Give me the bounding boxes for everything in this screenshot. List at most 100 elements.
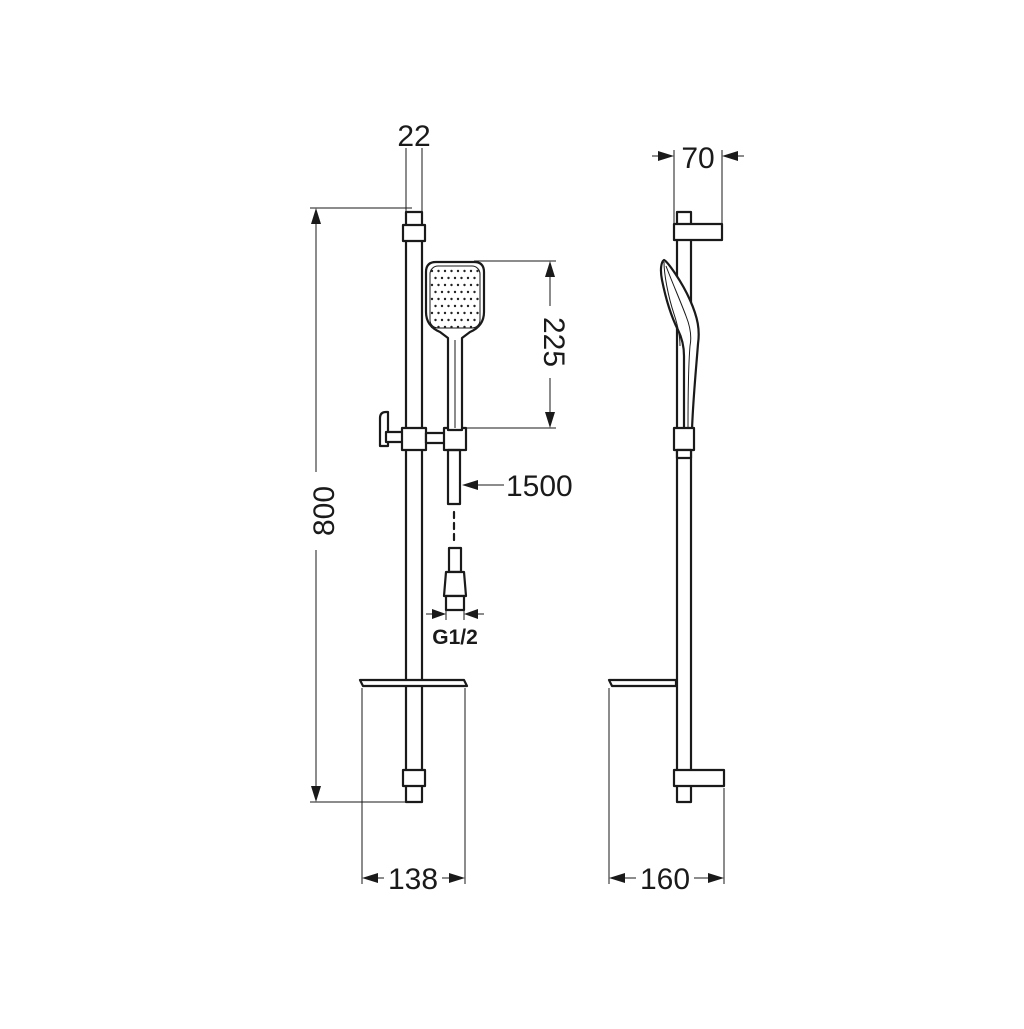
nozzle-dot <box>430 325 434 329</box>
nozzle-dot <box>450 311 453 315</box>
nozzle-dot <box>440 304 444 308</box>
side-hand-shower-face-line <box>663 261 681 347</box>
nozzle-dot <box>443 325 447 329</box>
front-hand-shower <box>424 260 486 432</box>
nozzle-dot <box>440 290 444 294</box>
nozzle-dot <box>466 318 470 322</box>
nozzle-dot <box>466 290 470 294</box>
nozzle-dot <box>466 276 470 280</box>
dim-shelf-width-front: 138 <box>361 688 466 896</box>
rail-diameter-label: 22 <box>397 120 430 153</box>
nozzle-dot <box>473 318 476 322</box>
rail-height-label: 800 <box>308 486 341 536</box>
nozzle-dot <box>437 283 440 287</box>
front-top-bracket <box>401 223 427 243</box>
dim-connection-thread: G1/2 <box>426 606 484 649</box>
front-rail <box>404 210 424 804</box>
nozzle-dot <box>430 311 434 315</box>
nozzle-dot <box>476 283 479 287</box>
front-sliding-holder <box>378 410 468 452</box>
nozzle-dot <box>456 283 460 287</box>
nozzle-dot <box>430 269 434 273</box>
hose-end-fitting <box>444 594 466 612</box>
side-top-bracket <box>672 222 724 242</box>
hand-shower-face <box>429 265 481 329</box>
side-rail <box>675 210 693 804</box>
nozzle-dot <box>450 269 453 273</box>
nozzle-grid <box>430 269 479 329</box>
nozzle-dot <box>463 297 466 301</box>
holder-slider-block <box>400 426 428 452</box>
nozzle-dot <box>440 318 444 322</box>
side-holder-block <box>672 426 696 452</box>
nozzle-dot <box>443 269 447 273</box>
nozzle-dot <box>456 325 460 329</box>
front-view: 22 800 225 1500 <box>300 120 573 896</box>
front-soap-shelf <box>358 678 469 688</box>
nozzle-dot <box>463 283 466 287</box>
nozzle-dot <box>447 290 450 294</box>
side-hand-shower <box>659 258 700 432</box>
nozzle-dot <box>469 311 473 315</box>
nozzle-dot <box>476 325 479 329</box>
nozzle-dot <box>437 325 440 329</box>
nozzle-dot <box>469 325 473 329</box>
nozzle-dot <box>443 283 447 287</box>
nozzle-dot <box>463 311 466 315</box>
nozzle-dot <box>463 325 466 329</box>
dim-wall-projection: 70 <box>652 142 744 224</box>
nozzle-dot <box>450 283 453 287</box>
nozzle-dot <box>469 297 473 301</box>
nozzle-dot <box>447 276 450 280</box>
nozzle-dot <box>434 304 437 308</box>
dim-rail-diameter: 22 <box>397 120 431 212</box>
shelf-width-front-label: 138 <box>388 863 438 896</box>
nozzle-dot <box>473 304 476 308</box>
nozzle-dot <box>473 276 476 280</box>
nozzle-dot <box>456 297 460 301</box>
handshower-length-label: 225 <box>537 317 570 367</box>
nozzle-dot <box>450 297 453 301</box>
front-bottom-bracket <box>401 768 427 788</box>
nozzle-dot <box>453 304 457 308</box>
nozzle-dot <box>434 318 437 322</box>
side-view: 70 160 <box>607 142 744 896</box>
nozzle-dot <box>430 283 434 287</box>
holder-cradle <box>442 426 468 452</box>
nozzle-dot <box>443 311 447 315</box>
dim-shelf-depth-side: 160 <box>608 688 725 896</box>
shelf-depth-side-label: 160 <box>640 863 690 896</box>
nozzle-dot <box>434 276 437 280</box>
side-hand-shower-inner-line <box>665 265 692 429</box>
nozzle-dot <box>456 269 460 273</box>
dim-rail-height: 800 <box>300 207 412 803</box>
nozzle-dot <box>469 283 473 287</box>
nozzle-dot <box>443 297 447 301</box>
dim-hose-length: 1500 <box>462 470 573 503</box>
nozzle-dot <box>469 269 473 273</box>
hose-cone-nut <box>442 570 468 598</box>
hose-lower-tube <box>447 546 463 574</box>
nozzle-dot <box>447 318 450 322</box>
nozzle-dot <box>460 290 463 294</box>
side-soap-shelf <box>607 678 678 688</box>
nozzle-dot <box>453 276 457 280</box>
side-holder-collar <box>675 448 693 460</box>
nozzle-dot <box>453 318 457 322</box>
side-bottom-bracket <box>672 768 726 788</box>
nozzle-dot <box>437 269 440 273</box>
nozzle-dot <box>440 276 444 280</box>
front-hose <box>442 448 468 612</box>
nozzle-dot <box>456 311 460 315</box>
nozzle-dot <box>460 318 463 322</box>
connection-thread-label: G1/2 <box>432 626 478 649</box>
nozzle-dot <box>437 297 440 301</box>
wall-projection-label: 70 <box>681 142 714 175</box>
nozzle-dot <box>473 290 476 294</box>
nozzle-dot <box>476 269 479 273</box>
hose-top-segment <box>446 448 462 506</box>
nozzle-dot <box>450 325 453 329</box>
nozzle-dot <box>460 304 463 308</box>
